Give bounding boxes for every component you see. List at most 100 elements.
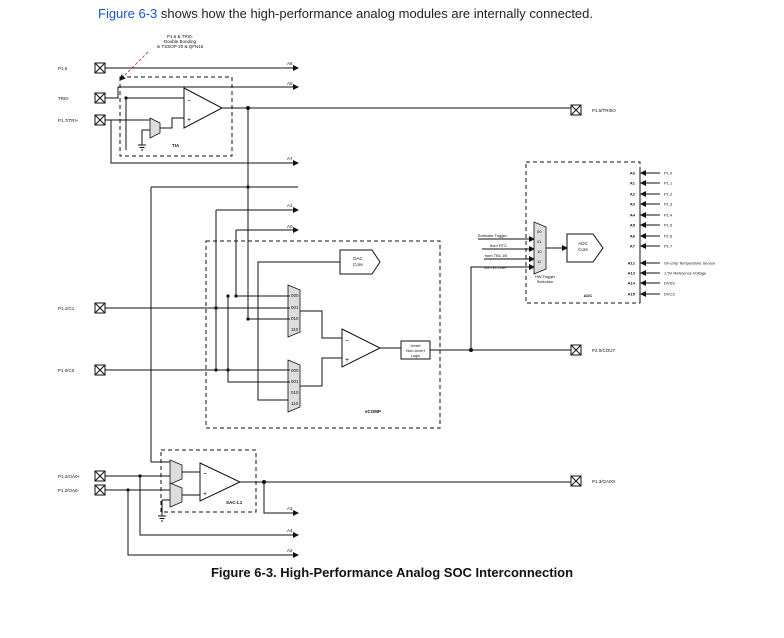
adc-channel-source: P1.3 [664, 202, 673, 207]
note-arrow [119, 51, 149, 81]
invert-label-1: Invert [410, 343, 421, 348]
ecomp-mux-bottom [287, 359, 301, 413]
adc-channel-id: A3 [630, 202, 636, 207]
ecomp-mux-top [287, 284, 301, 338]
adc-channel-id: A13 [628, 271, 636, 276]
bus-a4: A4 [287, 528, 293, 533]
pin-p11-label: P1.1/C1 [58, 306, 75, 311]
dac-label-1: DAC [353, 256, 363, 261]
mux-bot-code-3: 110 [291, 401, 299, 406]
invert-label-2: Non-Invert [406, 348, 426, 353]
bus-a3: A3 [287, 506, 293, 511]
dac-label-2: Core [353, 262, 363, 267]
top-buses: A6 A5 A7 A1 A0 [105, 61, 571, 233]
tia-boundary [119, 76, 233, 157]
tia-label: TIA [172, 143, 180, 148]
pin-p14-label: P1.4/OA0+ [58, 474, 81, 479]
pin-p16: P1.6 [58, 62, 106, 74]
adc-core-label-1: ADC [578, 241, 588, 246]
pin-p20-label: P2.0/COUT [592, 348, 616, 353]
pin-p14: P1.4/OA0+ [58, 470, 106, 482]
adc-channel-source: DVCC [664, 292, 675, 297]
pin-p12: P1.2/OA0- [58, 484, 106, 496]
sac-opamp [199, 462, 242, 502]
hw-trigger-label-1: HW Trigger [535, 274, 556, 279]
mux-bot-code-0: 000 [291, 368, 299, 373]
adc-channel-source: On-chip Temperature Sensor [664, 261, 716, 266]
pin-p13-label: P1.3/OA0O [592, 479, 616, 484]
sac-plus: + [203, 491, 207, 498]
right-pins: P1.5/TRI0O P2.0/COUT P1.3/OA0O [570, 104, 616, 487]
mux-top-code-2: 010 [291, 316, 299, 321]
tia-plus: + [187, 117, 191, 124]
comp-minus: − [345, 338, 349, 345]
note-line-3: in TSSOP-20 & QFN16 [157, 44, 204, 49]
adc-channel-row: A2 P1.2 [630, 191, 673, 197]
tia-block: − + TIA [105, 76, 248, 157]
adc-label: ADC [584, 293, 593, 298]
hw-trigger-mux [533, 221, 547, 275]
bus-a0: A0 [287, 224, 293, 229]
adc-channel-id: A1 [630, 181, 636, 186]
trigger-code-2: 10 [537, 249, 542, 254]
pin-tri0m: TRI0- [58, 92, 106, 104]
note-line-2: Double Bonding [164, 39, 197, 44]
mux-top-code-3: 110 [291, 327, 299, 332]
double-bonding-note: P1.6 & TRI0- Double Bonding in TSSOP-20 … [119, 34, 204, 81]
trigger-source-1: from RTC [490, 243, 507, 248]
pin-tri0m-label: TRI0- [58, 96, 70, 101]
hw-trigger-label-2: Selection [537, 279, 553, 284]
pin-p13: P1.3/OA0O [570, 475, 616, 487]
bus-a1: A1 [287, 203, 293, 208]
sac-mux-bottom [169, 482, 183, 508]
pin-p16-label: P1.6 [58, 66, 68, 71]
adc-channel-id: A2 [630, 192, 636, 197]
adc-channel-id: A14 [628, 281, 636, 286]
adc-channel-id: A7 [630, 244, 636, 249]
figure-link[interactable]: Figure 6-3 [98, 6, 158, 21]
pin-p10: P1.0/C0 [58, 364, 106, 376]
tia-minus: − [187, 98, 191, 105]
bus-a6-top: A6 [287, 61, 293, 66]
mux-top-code-0: 000 [291, 293, 299, 298]
adc-channel-row: A7 P1.7 [630, 243, 673, 249]
adc-channel-source: P1.6 [664, 234, 673, 239]
ecomp-boundary [205, 240, 441, 429]
intro-text: Figure 6-3 shows how the high-performanc… [98, 6, 593, 21]
trigger-source-3: from eCOMP [484, 265, 508, 270]
ecomp-comparator [341, 328, 382, 368]
pin-p15: P1.5/TRI0O [570, 104, 616, 116]
adc-channel-id: A5 [630, 223, 636, 228]
adc-channel-source: P1.1 [664, 181, 673, 186]
pin-p17-label: P1.7/TRI+ [58, 118, 79, 123]
adc-channel-id: A0 [630, 171, 636, 176]
mux-bot-code-1: 001 [291, 379, 299, 384]
invert-label-3: Logic [411, 353, 421, 358]
adc-channel-source: P1.5 [664, 223, 673, 228]
pin-p11: P1.1/C1 [58, 302, 106, 314]
mux-top-code-1: 001 [291, 305, 299, 310]
figure-caption: Figure 6-3. High-Performance Analog SOC … [210, 565, 574, 580]
bus-a7-top: A7 [287, 156, 293, 161]
trigger-source-2: from TB1.1B [485, 253, 508, 258]
adc-channel-row: A1 P1.1 [630, 180, 673, 186]
sac-boundary [160, 449, 257, 513]
dac-core [339, 249, 381, 275]
adc-channel-source: P1.7 [664, 244, 673, 249]
ecomp-label: eCOMP [365, 409, 381, 414]
sac-ground-icon [158, 515, 166, 522]
sac-mux-top [169, 459, 183, 485]
adc-channel-id: A12 [628, 261, 636, 266]
bus-a5-top: A5 [287, 81, 293, 86]
left-pins: P1.6 TRI0- P1.7/TRI+ P1.1/C1 P1.0/C0 P1.… [58, 62, 106, 496]
sac-block: − + SAC-L1 [105, 449, 571, 522]
bottom-buses: A3 A4 A2 [126, 474, 299, 558]
adc-channel-source: P1.2 [664, 192, 673, 197]
cout-output [430, 266, 571, 352]
